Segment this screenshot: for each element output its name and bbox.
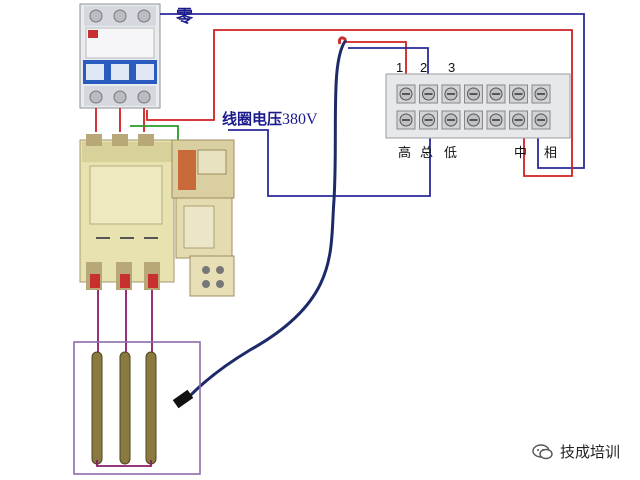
terminal-number-3: 3 [448, 60, 455, 75]
circuit-breaker [79, 3, 161, 109]
label-low: 低 [444, 145, 457, 160]
coil-wire [228, 124, 431, 197]
neutral-wire [160, 13, 585, 169]
label-phase: 相 [544, 145, 557, 160]
label-middle: 中 [514, 145, 527, 160]
terminal-number-2: 2 [420, 60, 427, 75]
watermark-text: 技成培训 [559, 443, 620, 461]
watermark: 技成培训 [532, 441, 620, 462]
coil-voltage-label: 线圈电压380V [222, 110, 318, 128]
neutral-label: 零 [175, 7, 194, 27]
label-high: 高 [398, 145, 411, 160]
wechat-bubble-icon [532, 443, 553, 459]
contactor [79, 134, 175, 290]
phase-wire [146, 29, 573, 177]
relay [171, 139, 235, 297]
terminal-number-1: 1 [396, 60, 403, 75]
terminal-strip [385, 73, 571, 139]
thermocouple [172, 36, 348, 409]
heater-bank [73, 341, 201, 475]
label-common: 总 [420, 145, 433, 160]
